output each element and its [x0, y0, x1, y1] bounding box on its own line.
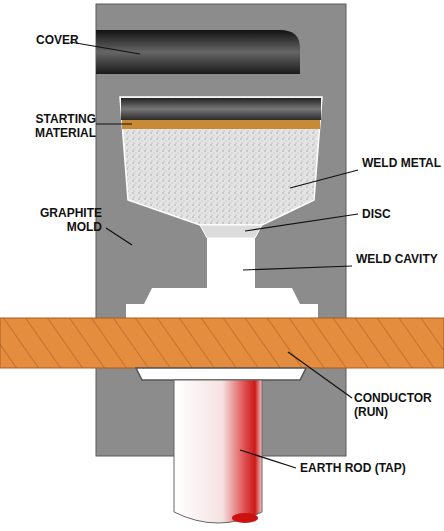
leader-line — [96, 123, 132, 124]
leader-line — [106, 228, 132, 245]
callout-label: COVER — [36, 33, 96, 47]
leader-line — [288, 352, 352, 398]
callout-label: WELD METAL — [362, 156, 442, 170]
crucible — [120, 97, 322, 225]
earth-rod — [174, 380, 262, 523]
callout-label: EARTH ROD (TAP) — [300, 461, 420, 475]
conductor — [0, 318, 444, 368]
leader-lines — [70, 42, 358, 468]
rod-tip — [232, 513, 258, 523]
lower-cavity — [136, 368, 306, 380]
leader-line — [245, 214, 358, 231]
callout-label: STARTING MATERIAL — [6, 112, 96, 140]
leader-line — [240, 450, 296, 468]
callout-label: CONDUCTOR (RUN) — [354, 391, 442, 419]
callout-label: WELD CAVITY — [356, 252, 442, 266]
crucible-top — [121, 98, 321, 120]
disc — [200, 225, 262, 238]
starting-material — [122, 120, 320, 129]
leader-line — [243, 266, 352, 270]
weld-cavity — [126, 238, 318, 318]
leader-line — [290, 170, 358, 188]
leader-line — [70, 42, 140, 54]
callout-label: DISC — [362, 207, 422, 221]
callout-label: GRAPHITE MOLD — [6, 206, 102, 234]
